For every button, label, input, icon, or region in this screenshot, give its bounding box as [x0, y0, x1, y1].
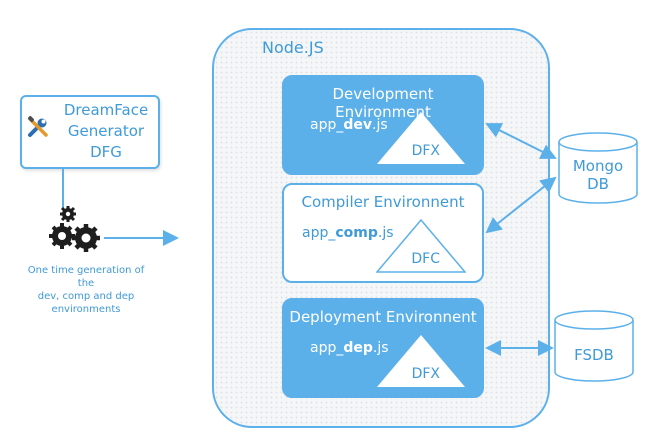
dev-mongo-arrow: [485, 123, 557, 159]
engine-label: DFX: [411, 366, 440, 382]
app-file: app_dep.js: [310, 340, 389, 356]
engine-label: DFC: [411, 251, 440, 267]
fsdb-label: FSDB: [574, 346, 614, 364]
dreamface-generator-box: DreamFace Generator DFG: [20, 95, 160, 169]
env-title: Deployment Environnent: [289, 308, 477, 326]
app-file: app_comp.js: [302, 225, 394, 241]
generation-caption: One time generation of the dev, comp and…: [20, 264, 152, 316]
caption-line1: One time generation of the: [27, 265, 145, 289]
env-title: Compiler Environnent: [301, 193, 465, 211]
nodejs-title: Node.JS: [262, 38, 324, 57]
fsdb-cylinder: [554, 310, 634, 382]
dfx-engine-triangle: [377, 112, 465, 164]
db-name-line2: DB: [587, 175, 609, 193]
generator-abbr: DFG: [90, 143, 122, 161]
generator-name-line2: Generator: [67, 122, 145, 140]
env-title: Development Environment: [332, 85, 434, 121]
tools-icon: [27, 115, 48, 137]
generator-name-line1: DreamFace: [63, 101, 149, 119]
deployment-environment: Deployment Environnent app_dep.js DFX: [282, 298, 484, 398]
development-environment: Development Environment app_dev.js DFX: [282, 75, 484, 175]
gears-icon: [49, 206, 100, 252]
caption-line2: dev, comp and dep: [37, 291, 135, 302]
caption-line3: environments: [51, 304, 121, 315]
db-name-line1: Mongo: [572, 157, 624, 175]
comp-mongo-arrow: [485, 176, 557, 234]
mongodb-label: Mongo DB: [557, 157, 639, 193]
mongodb-cylinder: [558, 132, 638, 204]
dfc-engine-triangle: [376, 219, 466, 273]
compiler-environment: Compiler Environnent app_comp.js DFC: [282, 183, 484, 283]
app-file: app_dev.js: [310, 117, 388, 133]
dfx-engine-triangle: [377, 335, 465, 387]
engine-label: DFX: [411, 143, 440, 159]
